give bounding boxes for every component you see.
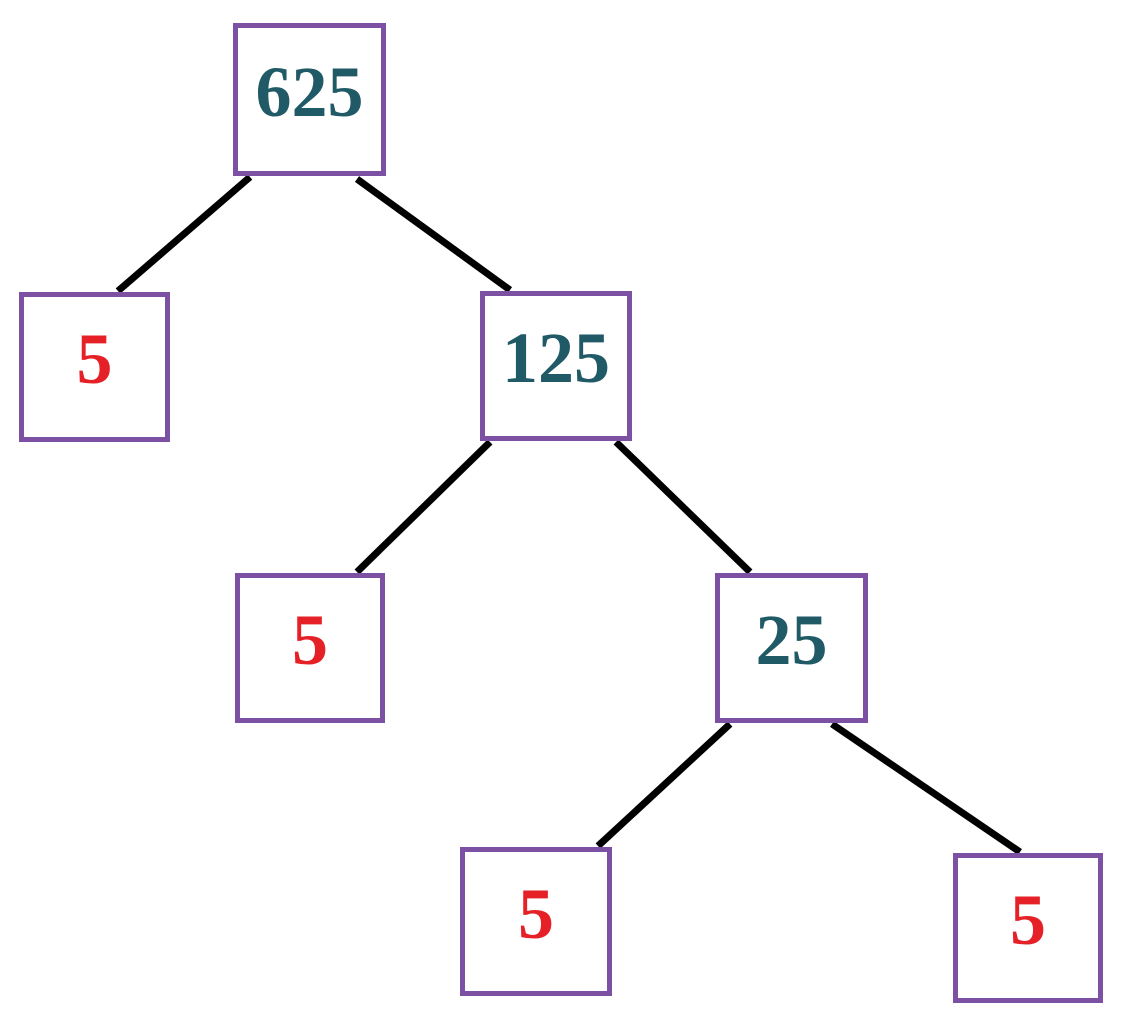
edge-125-to-5-left bbox=[354, 439, 493, 575]
edge-625-to-5-left bbox=[115, 174, 253, 294]
tree-node-5-level1: 5 bbox=[19, 292, 170, 442]
edge-25-to-5-left bbox=[595, 721, 733, 849]
tree-node-25: 25 bbox=[715, 573, 868, 723]
node-value: 625 bbox=[255, 51, 364, 132]
node-value: 5 bbox=[1010, 880, 1046, 960]
node-value: 5 bbox=[76, 319, 113, 399]
tree-node-5-level2: 5 bbox=[235, 573, 385, 723]
edge-125-to-25 bbox=[613, 439, 753, 575]
node-value: 25 bbox=[755, 600, 828, 680]
node-value: 125 bbox=[502, 318, 610, 398]
tree-node-5-level3-right: 5 bbox=[953, 853, 1103, 1003]
node-value: 5 bbox=[518, 873, 554, 954]
edge-25-to-5-right bbox=[830, 721, 1022, 855]
tree-node-5-level3-left: 5 bbox=[460, 847, 612, 996]
node-value: 5 bbox=[292, 600, 328, 680]
tree-node-625: 625 bbox=[233, 23, 386, 176]
edge-625-to-125 bbox=[354, 176, 513, 293]
tree-node-125: 125 bbox=[480, 291, 632, 441]
